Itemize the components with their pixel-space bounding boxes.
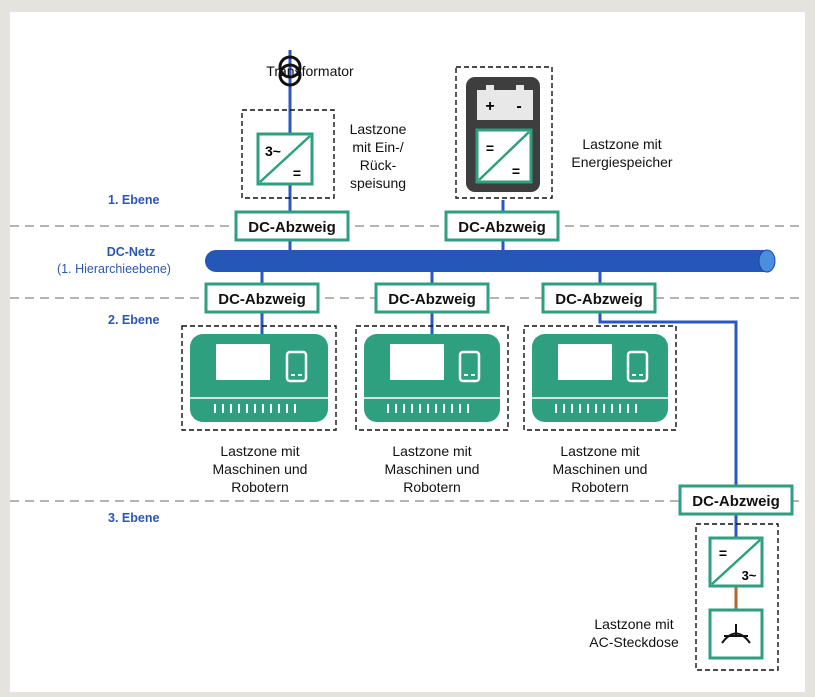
dc-branch-machines-1: DC-Abzweig	[204, 282, 320, 314]
machine-zone-1	[181, 325, 337, 431]
converter-bottom-symbol: 3~	[742, 568, 757, 583]
zone-ac-line-1: Lastzone mit	[594, 616, 673, 632]
transformer-icon	[278, 55, 302, 87]
converter-bottom-symbol: =	[293, 165, 301, 181]
machine-zone-3-line-1: Lastzone mit	[560, 443, 639, 459]
zone-ac-line-2: AC-Steckdose	[589, 634, 679, 650]
machine-zone-1-line-2: Maschinen und	[213, 461, 308, 477]
zone-storage-frame	[455, 66, 553, 199]
converter-top-symbol: 3~	[265, 143, 281, 159]
machine-zone-1-line-1: Lastzone mit	[220, 443, 299, 459]
battery-minus: -	[516, 98, 521, 115]
level-1-label: 1. Ebene	[108, 193, 159, 207]
zone-feedback-line-4: speisung	[350, 175, 406, 191]
converter-bottom-symbol: =	[512, 163, 520, 179]
machine-zone-1-line-3: Robotern	[231, 479, 289, 495]
converter-top-symbol: =	[719, 545, 727, 561]
dc-branch-machines-2: DC-Abzweig	[374, 282, 490, 314]
machine-zone-2-line-3: Robotern	[403, 479, 461, 495]
svg-text:DC-Abzweig: DC-Abzweig	[458, 219, 546, 236]
dc-net-subtitle: (1. Hierarchieebene)	[57, 262, 171, 276]
dc-grid-diagram: 1. Ebene 2. Ebene 3. Ebene DC-Netz (1. H…	[10, 50, 805, 671]
level-2-label: 2. Ebene	[108, 313, 159, 327]
zone-storage-line-2: Energiespeicher	[571, 154, 673, 170]
machine-zone-3-line-3: Robotern	[571, 479, 629, 495]
machine-zone-2	[355, 325, 509, 431]
converter-dc-ac: = 3~	[708, 536, 764, 588]
battery-icon: + -	[477, 85, 533, 120]
dc-branch-machines-3: DC-Abzweig	[541, 282, 657, 314]
converter-ac-dc: 3~ =	[256, 132, 314, 186]
battery-plus: +	[485, 98, 494, 115]
zone-feedback-line-1: Lastzone	[350, 121, 407, 137]
dc-branch-transformer: DC-Abzweig	[234, 210, 350, 242]
machine-zone-2-line-1: Lastzone mit	[392, 443, 471, 459]
diagram-canvas: 1. Ebene 2. Ebene 3. Ebene DC-Netz (1. H…	[10, 12, 805, 692]
zone-feedback-line-3: Rück-	[360, 157, 397, 173]
dc-net-title: DC-Netz	[107, 245, 156, 259]
dc-branch-ac-outlet: DC-Abzweig	[678, 484, 794, 516]
zone-ac-frame	[695, 523, 779, 671]
dc-bus	[205, 249, 776, 273]
transformer-label: Transformator	[266, 63, 354, 79]
svg-text:DC-Abzweig: DC-Abzweig	[692, 493, 780, 510]
svg-text:DC-Abzweig: DC-Abzweig	[555, 291, 643, 308]
level-3-label: 3. Ebene	[108, 511, 159, 525]
machine-zone-2-line-2: Maschinen und	[385, 461, 480, 477]
machine-zone-3	[523, 325, 677, 431]
converter-dc-dc: = =	[475, 128, 533, 184]
converter-top-symbol: =	[486, 140, 494, 156]
svg-text:DC-Abzweig: DC-Abzweig	[388, 291, 476, 308]
zone-feedback-line-2: mit Ein-/	[352, 139, 403, 155]
svg-text:DC-Abzweig: DC-Abzweig	[248, 219, 336, 236]
machine-zone-3-line-2: Maschinen und	[553, 461, 648, 477]
zone-feedback-frame	[241, 109, 335, 199]
dc-branch-storage: DC-Abzweig	[444, 210, 560, 242]
socket-icon	[708, 608, 764, 660]
svg-text:DC-Abzweig: DC-Abzweig	[218, 291, 306, 308]
zone-storage-line-1: Lastzone mit	[582, 136, 661, 152]
